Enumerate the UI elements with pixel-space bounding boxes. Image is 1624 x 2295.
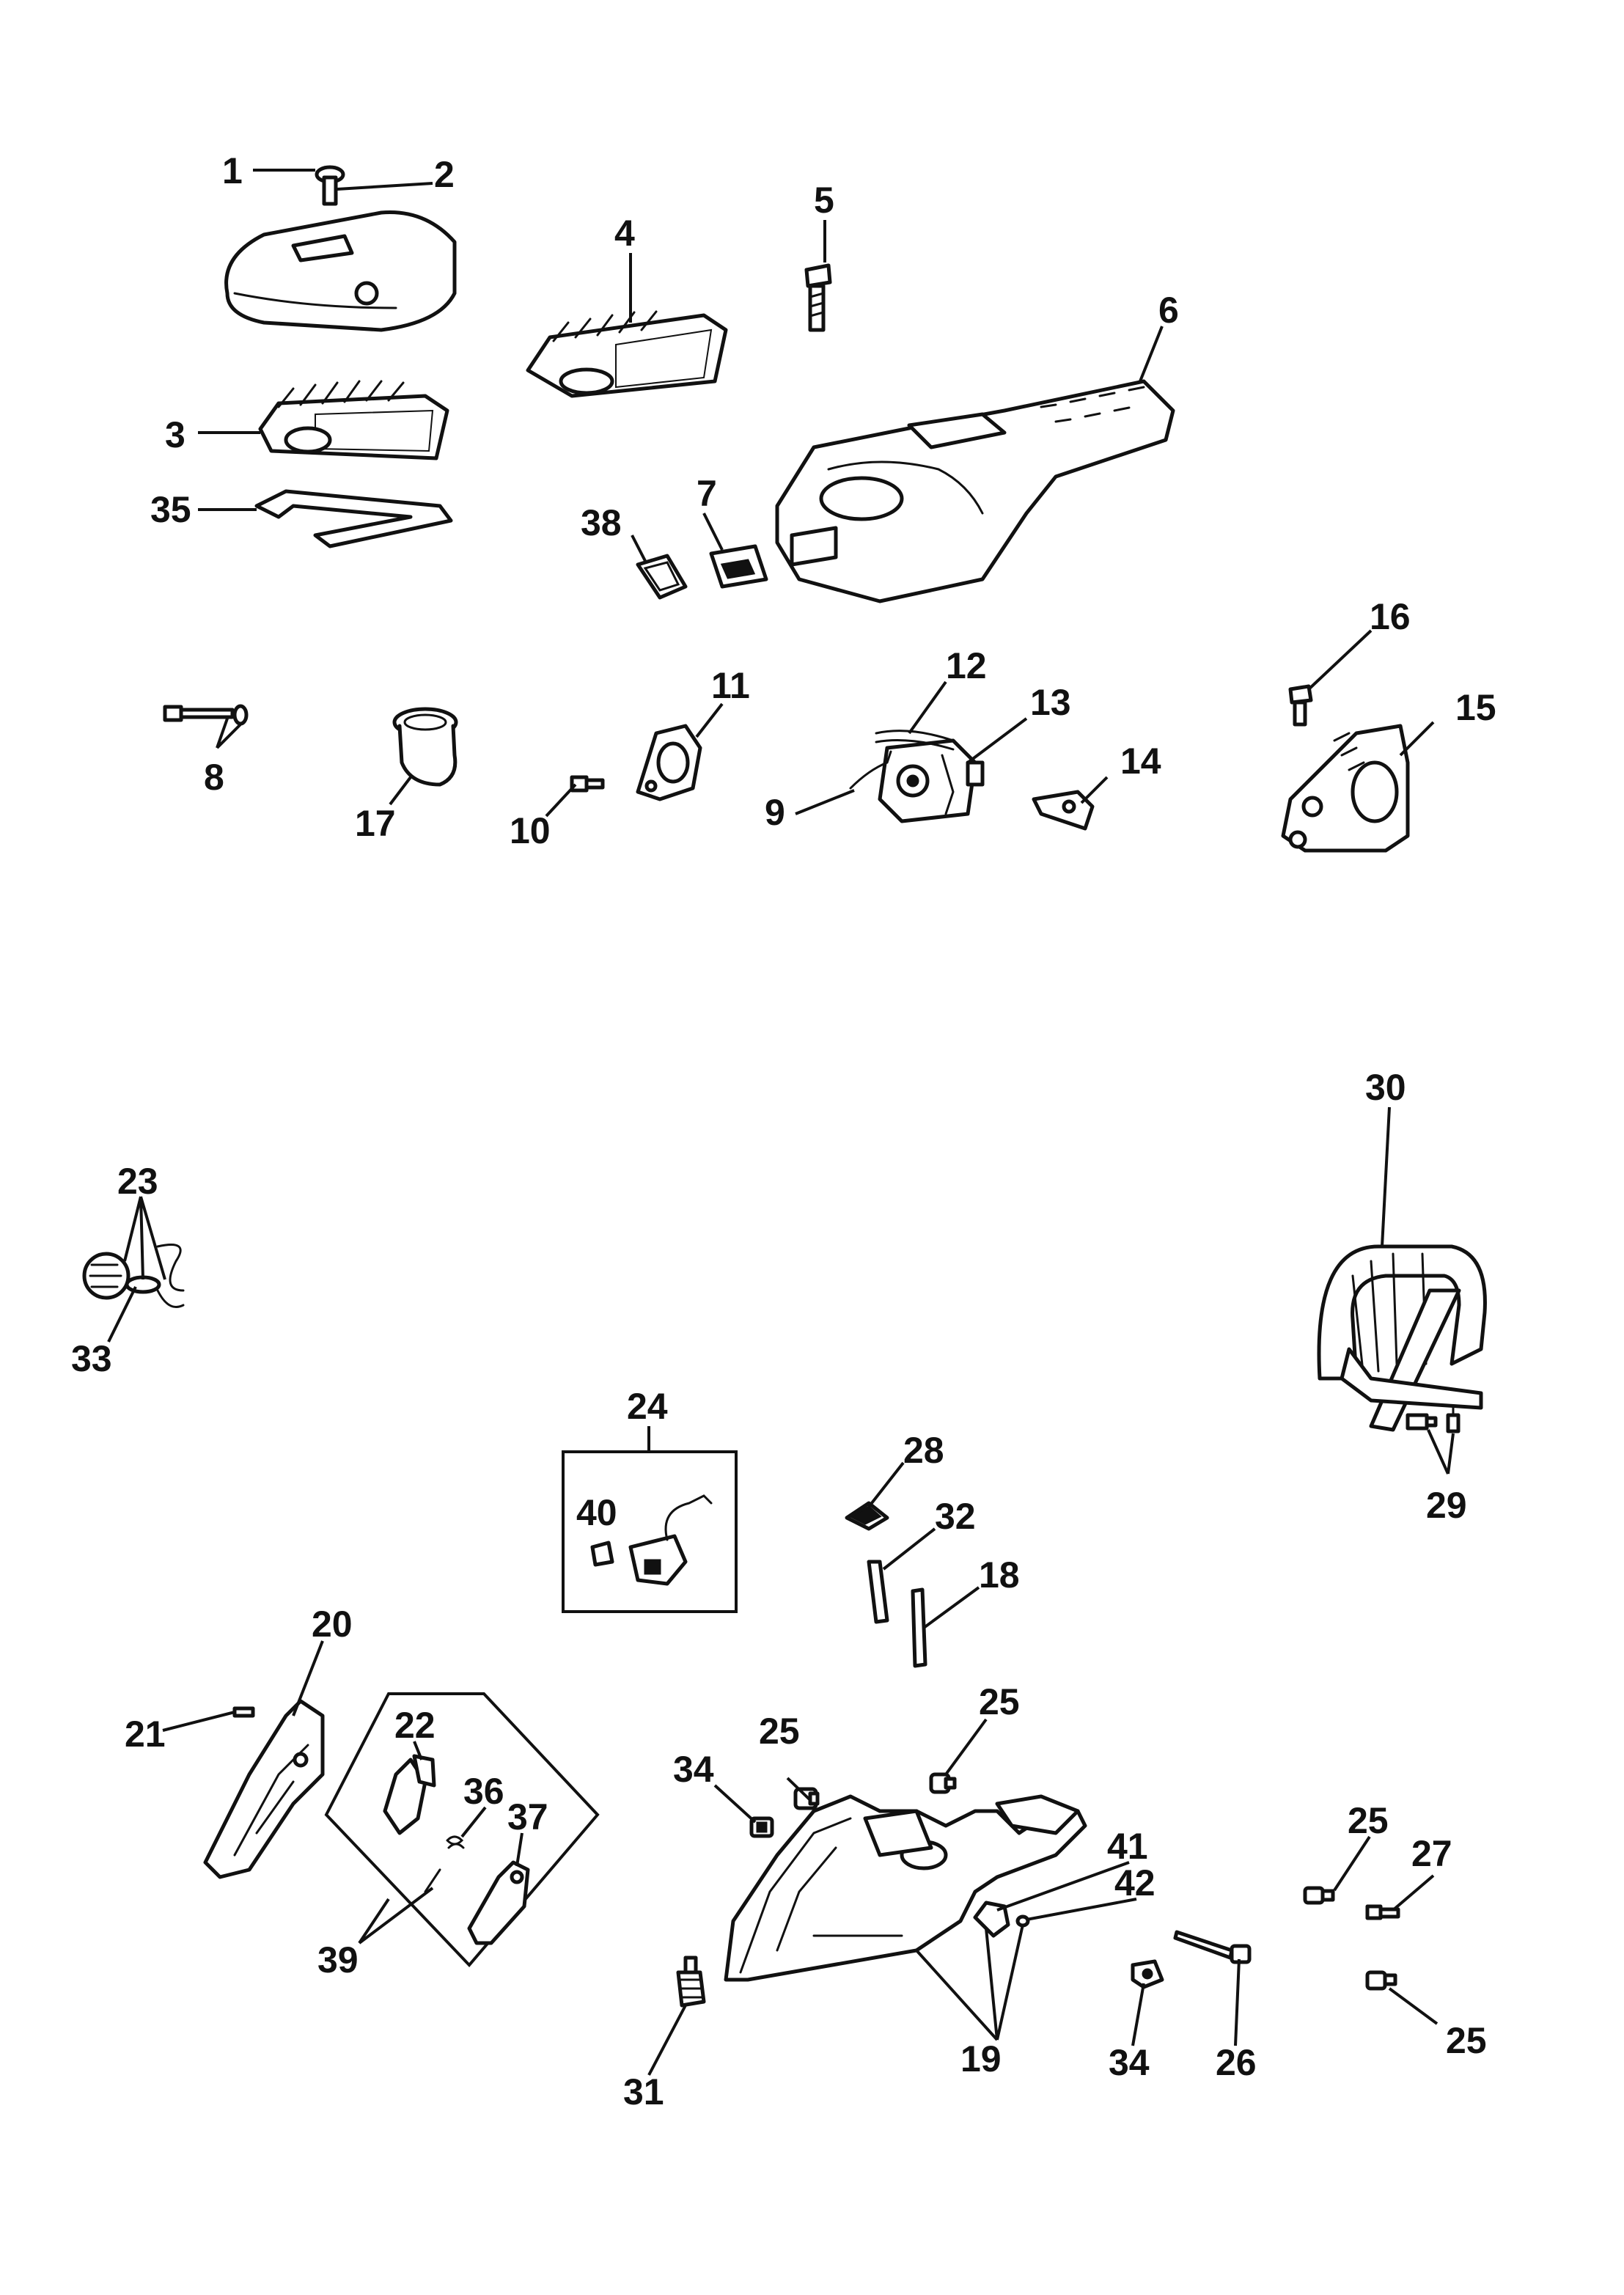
part-18-hose <box>911 1587 927 1668</box>
callout-16: 16 <box>1370 596 1411 637</box>
callout-4: 4 <box>614 213 635 254</box>
part-41-clamp <box>973 1901 1010 1938</box>
part-5-bolt <box>804 263 832 332</box>
callout-25-a: 25 <box>759 1711 800 1752</box>
callout-27: 27 <box>1411 1833 1452 1874</box>
part-15-filter-bracket <box>1281 724 1410 853</box>
callout-5: 5 <box>814 180 834 221</box>
callout-18: 18 <box>979 1554 1020 1596</box>
callout-23: 23 <box>117 1161 158 1202</box>
callout-24: 24 <box>627 1386 668 1427</box>
part-13-carburetor <box>878 738 985 823</box>
part-2-filter-cover <box>224 210 457 332</box>
part-27-bolt <box>1365 1904 1400 1920</box>
part-36-spring <box>424 1835 465 1893</box>
part-30-front-handle <box>1317 1244 1487 1432</box>
callout-31: 31 <box>623 2071 664 2112</box>
part-26-tension-screw <box>1173 1930 1252 1964</box>
part-11-flange <box>636 724 702 801</box>
part-34-nut-b <box>1131 1959 1164 1989</box>
callout-37: 37 <box>507 1796 548 1837</box>
callout-26: 26 <box>1216 2042 1257 2083</box>
callout-28: 28 <box>903 1430 944 1471</box>
callout-7: 7 <box>697 473 717 514</box>
callout-25-d: 25 <box>1446 2020 1487 2061</box>
part-40-clip <box>590 1541 614 1567</box>
callout-39: 39 <box>317 1939 359 1980</box>
part-10-screw <box>570 775 605 793</box>
callout-22: 22 <box>394 1705 436 1746</box>
callout-29: 29 <box>1426 1485 1467 1526</box>
callout-3: 3 <box>165 414 185 455</box>
callout-33: 33 <box>71 1338 112 1379</box>
leader-lines <box>107 169 1455 2076</box>
part-7-switch <box>709 544 768 589</box>
part-21-pin <box>232 1706 255 1718</box>
callout-9: 9 <box>765 792 785 833</box>
part-17-intake-boot <box>392 707 458 787</box>
part-22-latch <box>383 1754 436 1835</box>
callout-labels: 1 2 3 35 4 5 6 38 7 8 17 10 11 12 13 9 1… <box>71 150 1496 2112</box>
part-20-handle <box>203 1699 325 1879</box>
callout-34-a: 34 <box>673 1749 714 1790</box>
callout-35: 35 <box>150 489 191 530</box>
callout-25-c: 25 <box>1348 1800 1389 1841</box>
part-29-bolts <box>1406 1406 1461 1433</box>
part-37-trigger <box>467 1860 530 1945</box>
callout-17: 17 <box>355 803 396 844</box>
callout-19: 19 <box>960 2038 1002 2079</box>
part-31-buffer <box>676 1956 706 2008</box>
callout-41: 41 <box>1107 1826 1148 1867</box>
part-25-spacer-b <box>929 1772 957 1794</box>
callout-30: 30 <box>1365 1067 1406 1108</box>
callout-8: 8 <box>204 757 224 798</box>
part-35-gasket <box>254 489 453 548</box>
callout-12: 12 <box>946 645 987 686</box>
callout-10: 10 <box>510 810 551 851</box>
callout-1: 1 <box>222 150 243 191</box>
part-32-hose <box>867 1560 889 1624</box>
part-42-screw <box>1015 1914 1030 1928</box>
part-3-air-filter <box>258 380 449 460</box>
part-6-top-cover <box>775 379 1175 603</box>
callout-38: 38 <box>581 502 622 543</box>
part-19-main-housing <box>724 1794 1087 1982</box>
part-4-air-filter <box>526 310 728 398</box>
callout-14: 14 <box>1120 741 1161 782</box>
part-23-pump-assembly <box>82 1244 185 1308</box>
part-25-spacer-d <box>1365 1970 1397 1991</box>
callout-6: 6 <box>1158 290 1179 331</box>
callout-20: 20 <box>312 1604 353 1645</box>
part-8-bolt-washer <box>163 704 249 726</box>
callout-34-b: 34 <box>1109 2042 1150 2083</box>
part-34-nut-a <box>749 1816 774 1838</box>
part-25-spacer-c <box>1303 1886 1335 1905</box>
callout-2: 2 <box>434 154 455 195</box>
part-14-bracket <box>1032 790 1095 831</box>
callout-40: 40 <box>576 1492 617 1533</box>
callout-15: 15 <box>1455 687 1496 728</box>
callout-11: 11 <box>711 665 750 706</box>
part-39-group-box <box>324 1692 600 1967</box>
part-28-grommet <box>845 1501 889 1531</box>
callout-42: 42 <box>1114 1862 1155 1903</box>
part-25-spacer-a <box>793 1787 820 1810</box>
part-16-screw <box>1288 684 1313 727</box>
part-1-screw <box>315 165 345 206</box>
callout-25-b: 25 <box>979 1681 1020 1722</box>
callout-32: 32 <box>935 1496 976 1537</box>
part-9-throttle-rod <box>849 750 892 790</box>
callout-36: 36 <box>463 1771 504 1812</box>
part-24-switch-part <box>628 1494 713 1586</box>
callout-21: 21 <box>125 1714 166 1755</box>
callout-13: 13 <box>1030 682 1071 723</box>
part-38-switch-cover <box>636 554 688 600</box>
